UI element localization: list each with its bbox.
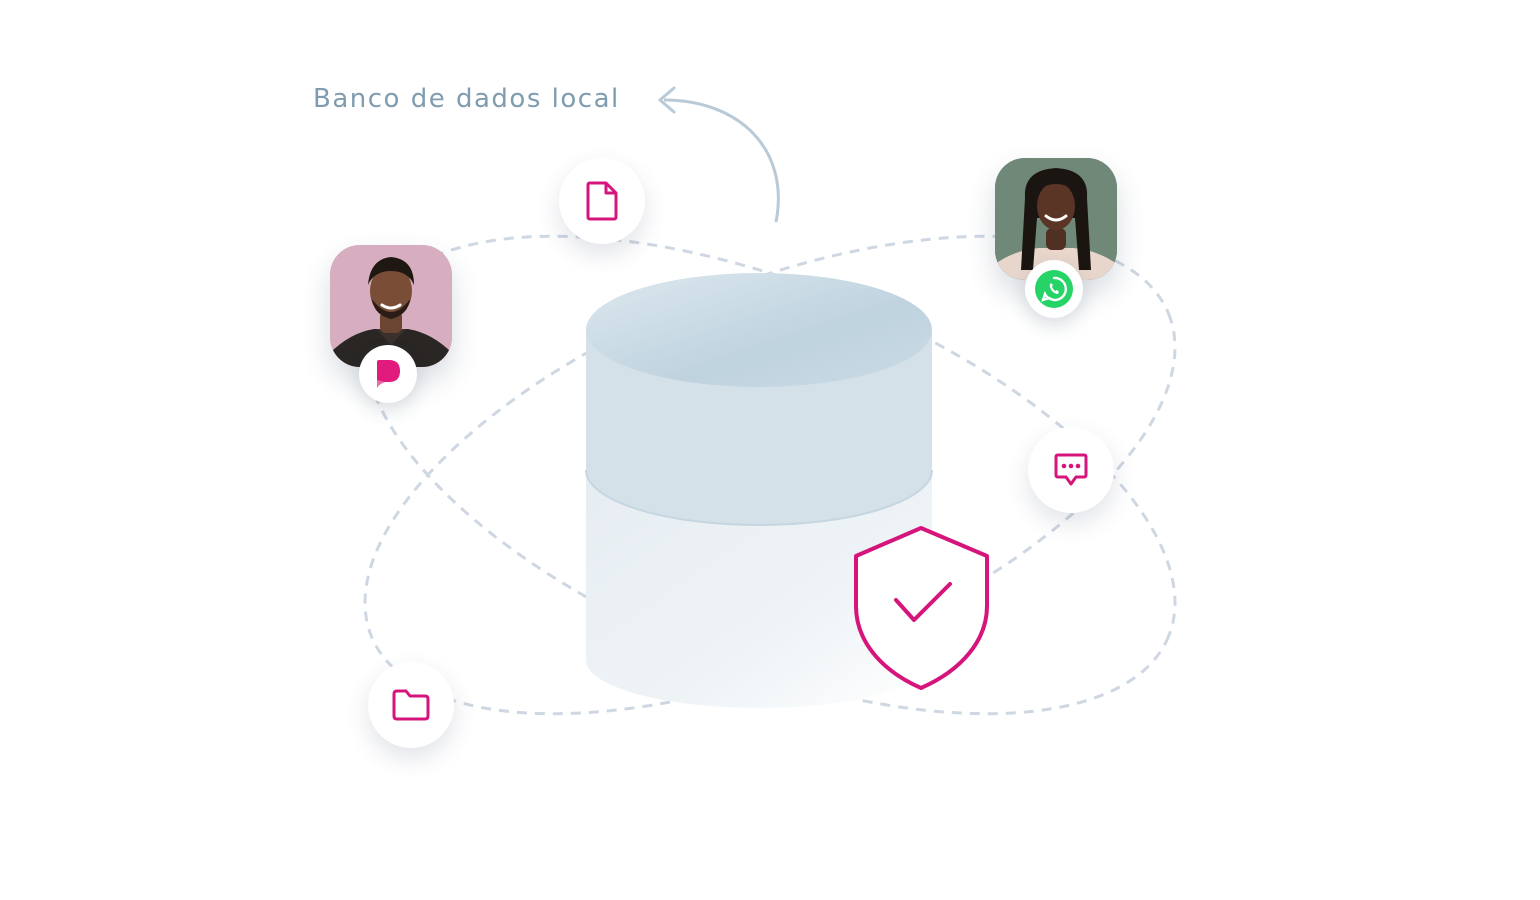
document-node: [559, 158, 645, 244]
chat-bubble-icon: [1054, 453, 1088, 486]
database-seam: [585, 469, 933, 526]
contact-badge-right: [1025, 260, 1083, 318]
label-arrow-head: [658, 86, 676, 114]
shield-check-icon: [854, 526, 989, 690]
brand-p-icon: [377, 360, 400, 388]
document-icon: [586, 181, 618, 221]
contact-badge-left: [359, 345, 417, 403]
folder-node: [368, 662, 454, 748]
folder-icon: [392, 689, 430, 721]
label-arrow: [663, 98, 780, 223]
database-lower-body: [586, 470, 932, 708]
database-top: [586, 273, 932, 387]
database-label: Banco de dados local: [313, 84, 620, 114]
contact-avatar-right: [995, 158, 1117, 280]
database-cylinder: [585, 273, 933, 708]
chat-node: [1028, 427, 1114, 513]
person-portrait: [995, 158, 1117, 280]
whatsapp-icon: [1035, 270, 1073, 308]
